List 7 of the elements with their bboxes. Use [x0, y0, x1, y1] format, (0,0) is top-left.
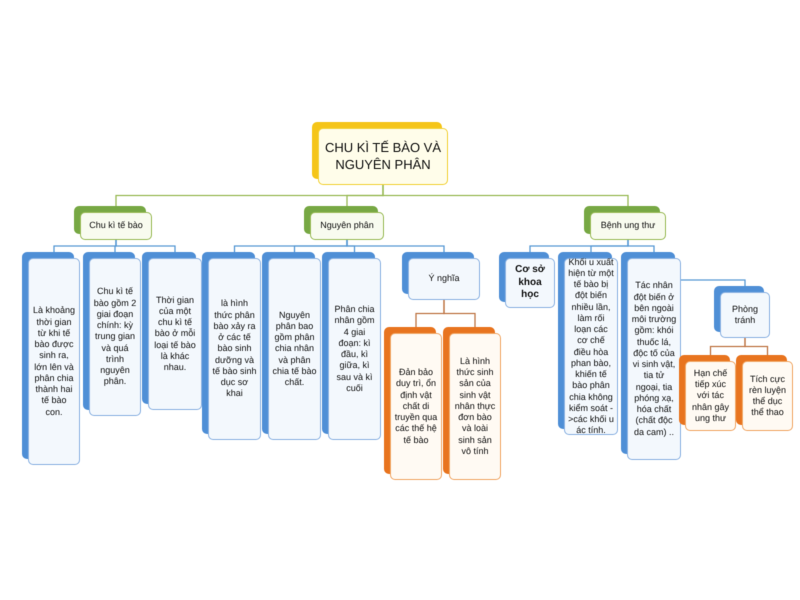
connector-line [681, 279, 746, 286]
connector-line [346, 240, 445, 252]
connector-line [382, 185, 629, 206]
connector-line [443, 300, 476, 327]
connector-line [115, 240, 176, 252]
connector-line [627, 240, 655, 252]
connector-line [744, 338, 768, 355]
